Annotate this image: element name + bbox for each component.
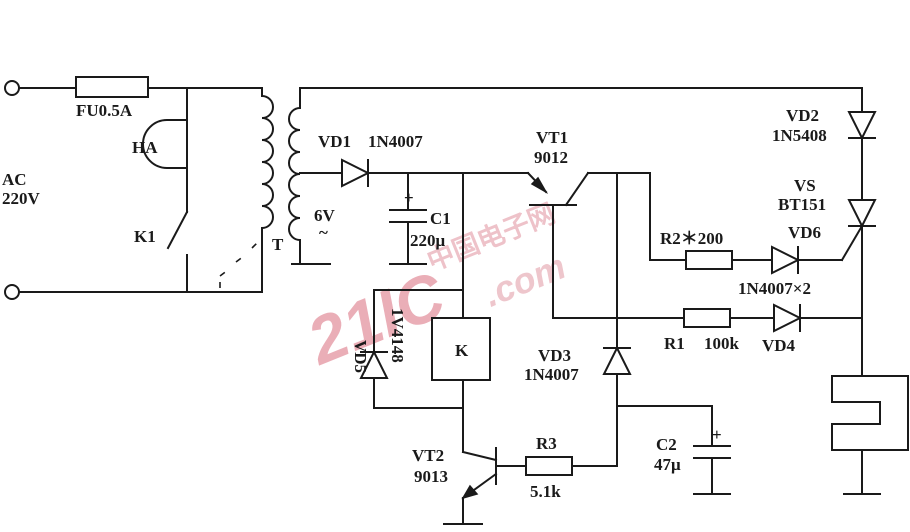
buzzer <box>142 119 188 169</box>
diode-vd5 <box>359 289 464 409</box>
ac-terminal-bottom <box>4 284 20 300</box>
label-vd6-note: 1N4007×2 <box>738 279 811 298</box>
transformer-primary <box>260 94 274 230</box>
diode-vd2 <box>847 111 877 141</box>
label-vd1-part: 1N4007 <box>368 132 423 151</box>
relay-k <box>431 317 491 381</box>
label-vd2: VD2 <box>786 106 819 125</box>
switch-k1 <box>166 210 189 250</box>
capacitor-c1 <box>389 172 427 265</box>
label-vd1: VD1 <box>318 132 351 151</box>
label-vd5: VD5 <box>351 340 370 373</box>
label-vt1-part: 9012 <box>534 148 568 167</box>
water-probe <box>831 375 909 451</box>
resistor-r3 <box>525 456 573 476</box>
transistor-vt1 <box>526 171 651 349</box>
resistor-r2 <box>685 250 733 270</box>
resistor-r1-path <box>552 259 863 333</box>
label-fuse: FU0.5A <box>76 101 133 120</box>
label-vd3: VD3 <box>538 346 571 365</box>
label-transformer: T <box>272 235 284 254</box>
label-c1-plus: + <box>404 188 414 207</box>
label-vd6: VD6 <box>788 223 821 242</box>
label-vd2-part: 1N5408 <box>772 126 827 145</box>
mains-section <box>4 76 274 300</box>
label-secondary-voltage: 6V <box>314 206 336 225</box>
label-vt1: VT1 <box>536 128 568 147</box>
label-vt2: VT2 <box>412 446 444 465</box>
label-buzzer: HA <box>132 138 158 157</box>
label-c2-value: 47μ <box>654 455 681 474</box>
label-c1-value: 220μ <box>410 231 446 250</box>
label-r3-value: 5.1k <box>530 482 561 501</box>
label-vs: VS <box>794 176 816 195</box>
ac-terminal-top <box>4 80 20 96</box>
label-vs-part: BT151 <box>778 195 826 214</box>
label-switch: K1 <box>134 227 156 246</box>
diode-vd3 <box>602 345 713 467</box>
label-r1: R1 <box>664 334 685 353</box>
resistor-r2-path <box>649 224 864 275</box>
label-ac: AC <box>2 170 27 189</box>
thyristor-vs <box>847 199 877 229</box>
fuse <box>75 76 149 98</box>
transistor-vt2 <box>443 447 498 525</box>
right-column <box>831 87 909 495</box>
resistor-r1 <box>683 308 731 328</box>
label-ac-symbol: ~ <box>319 223 328 242</box>
diode-vd6 <box>771 245 801 275</box>
label-vd3-part: 1N4007 <box>524 365 579 384</box>
diode-vd4 <box>773 303 803 333</box>
capacitor-c2 <box>693 405 731 495</box>
label-ac-voltage: 220V <box>2 189 41 208</box>
label-r2: R2＊200 <box>660 229 723 248</box>
label-relay: K <box>455 341 469 360</box>
label-c2-plus: + <box>712 425 722 444</box>
label-r3: R3 <box>536 434 557 453</box>
label-c1: C1 <box>430 209 451 228</box>
labels: FU0.5A HA K1 AC 220V T 6V ~ VD1 1N4007 +… <box>2 101 827 501</box>
label-vt2-part: 9013 <box>414 467 448 486</box>
label-r1-value: 100k <box>704 334 740 353</box>
transformer-secondary <box>288 106 302 242</box>
label-vd4: VD4 <box>762 336 796 355</box>
diode-vd1 <box>341 158 464 188</box>
resistor-r3-path <box>495 456 618 476</box>
transformer-secondary-section <box>288 87 863 265</box>
label-vd5-part: 1V4148 <box>388 308 407 363</box>
watermark-domain: .com <box>478 245 571 314</box>
label-c2: C2 <box>656 435 677 454</box>
